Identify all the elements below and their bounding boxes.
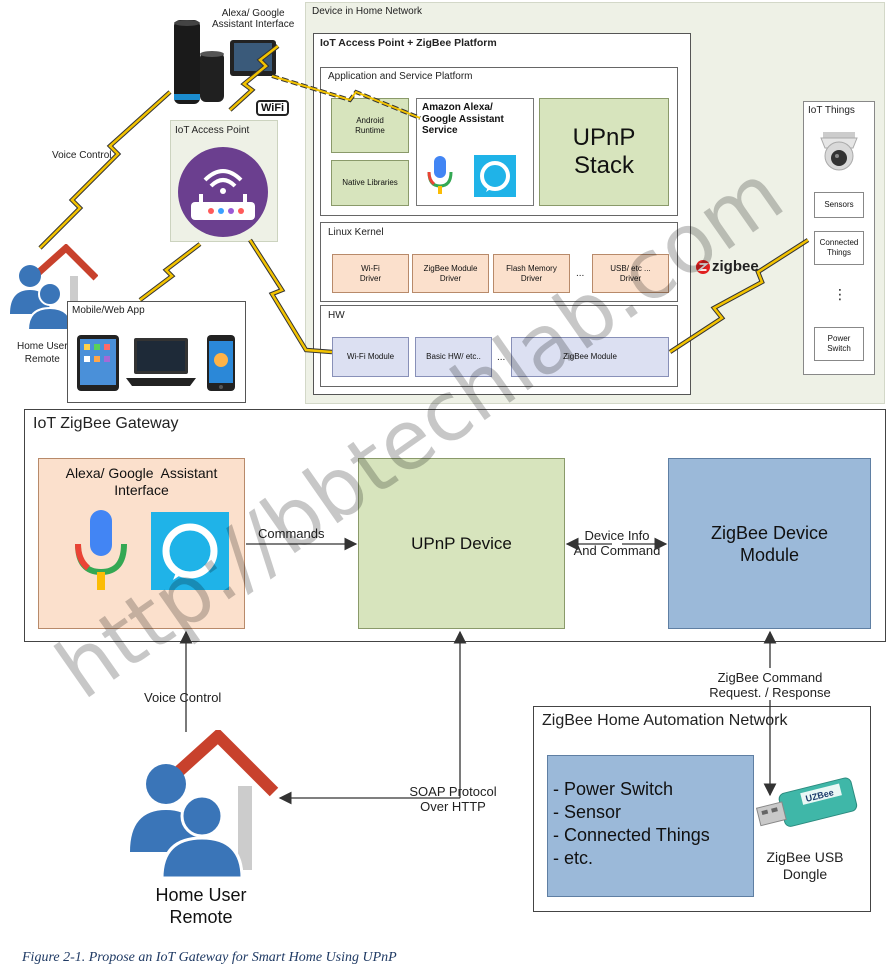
laptop-icon <box>126 338 196 386</box>
tablet-icon <box>77 335 119 391</box>
house-icon-bottom <box>130 730 279 880</box>
microphone-icon-large <box>75 510 127 590</box>
voice-control-top: Voice Control <box>52 150 112 161</box>
wifi-badge-top-text: WiFi <box>261 102 285 114</box>
camera-icon <box>820 132 858 171</box>
iot-ap-title: IoT Access Point <box>175 125 250 136</box>
platform-title: IoT Access Point + ZigBee Platform <box>320 37 497 49</box>
voice-control-bottom: Voice Control <box>144 690 222 705</box>
alexa-ring-icon <box>474 155 516 197</box>
iot-things-title: IoT Things <box>808 105 855 116</box>
ellipsis-drivers: ... <box>576 268 585 279</box>
app-service-title: Application and Service Platform <box>328 71 473 82</box>
vertical-ellipsis: ⋮ <box>833 286 847 302</box>
usb-driver-box: USB/ etc ... Driver <box>592 254 669 293</box>
house-icon-top <box>10 244 98 331</box>
smart-speaker-icon <box>174 20 276 104</box>
alexa-ring-icon-large <box>151 512 229 590</box>
mobile-web-app-title: Mobile/Web App <box>72 305 145 316</box>
alexa-service-label: Amazon Alexa/ Google Assistant Service <box>422 102 504 136</box>
zigbee-logo: zigbee <box>696 258 759 275</box>
device-network-title: Device in Home Network <box>312 6 423 17</box>
commands-label: Commands <box>258 526 325 541</box>
upnp-device-box: UPnP Device <box>358 458 565 629</box>
figure-caption: Figure 2-1. Propose an IoT Gateway for S… <box>22 950 397 965</box>
connected-things-box: Connected Things <box>814 231 864 265</box>
android-runtime-box: Android Runtime <box>331 98 409 153</box>
zha-list-box: - Power Switch - Sensor - Connected Thin… <box>547 755 754 897</box>
zigbee-device-module-box: ZigBee Device Module <box>668 458 871 629</box>
zigbee-logo-text: zigbee <box>712 258 759 275</box>
flash-memory-driver-box: Flash Memory Driver <box>493 254 570 293</box>
wifi-badge-top: WiFi <box>256 100 290 116</box>
ellipsis-hw: ... <box>497 352 506 363</box>
gateway-title: IoT ZigBee Gateway <box>33 415 179 432</box>
wifi-driver-box: Wi-Fi Driver <box>332 254 409 293</box>
zha-network-title: ZigBee Home Automation Network <box>542 712 788 729</box>
power-switch-box: Power Switch <box>814 327 864 361</box>
basic-hw-box: Basic HW/ etc.. <box>415 337 492 377</box>
sensors-box: Sensors <box>814 192 864 218</box>
usb-dongle-icon: UZBee <box>755 777 858 827</box>
alexa-interface-title: Alexa/ Google Assistant Interface <box>65 465 218 498</box>
device-info-label: Device Info And Command <box>573 528 661 558</box>
router-icon <box>178 147 268 237</box>
zigbee-cmd-label: ZigBee Command Request. / Response <box>709 670 831 700</box>
alexa-interface-label: Alexa/ Google Assistant Interface <box>212 8 295 30</box>
zigbee-logo-icon <box>696 259 710 274</box>
wifi-module-box: Wi-Fi Module <box>332 337 409 377</box>
usb-dongle-label: ZigBee USB Dongle <box>766 849 844 882</box>
native-libraries-box: Native Libraries <box>331 160 409 206</box>
home-user-remote-bottom: Home User Remote <box>155 885 247 927</box>
hw-title: HW <box>328 310 345 321</box>
phone-icon <box>207 335 235 391</box>
upnp-stack-box: UPnP Stack <box>539 98 669 206</box>
linux-kernel-title: Linux Kernel <box>328 227 384 238</box>
zigbee-module-driver-box: ZigBee Module Driver <box>412 254 489 293</box>
soap-label: SOAP Protocol Over HTTP <box>409 784 497 814</box>
microphone-icon <box>427 156 453 194</box>
zigbee-module-box: ZigBee Module <box>511 337 669 377</box>
home-user-remote-top: Home User Remote <box>17 341 68 365</box>
